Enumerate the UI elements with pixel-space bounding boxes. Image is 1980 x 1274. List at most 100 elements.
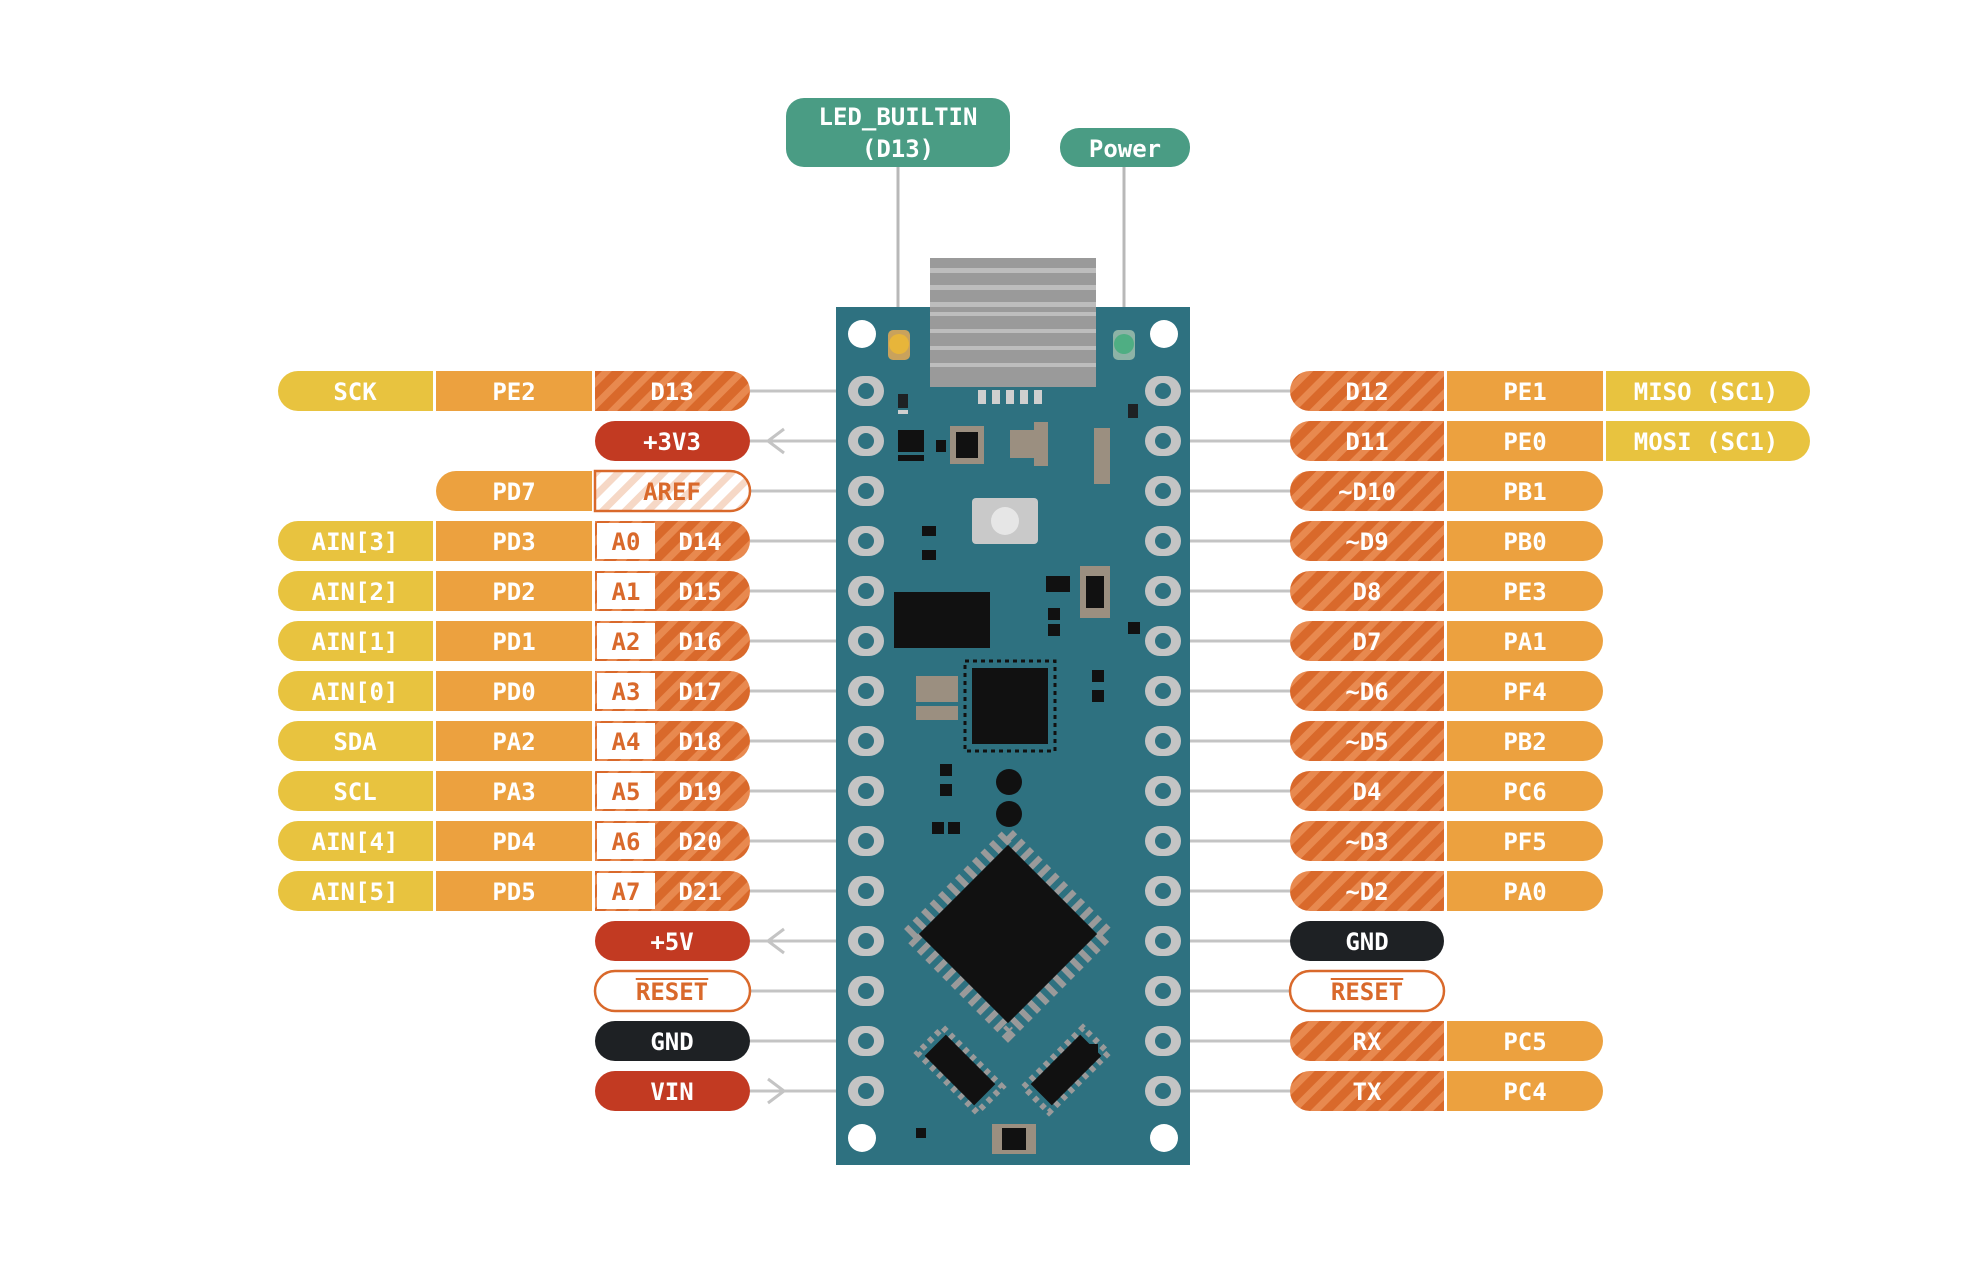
port-label: PA1: [1503, 628, 1546, 656]
port-label: PB1: [1503, 478, 1546, 506]
port-label-box: [1447, 421, 1603, 461]
right-pin-row: TX PC4: [1290, 1071, 1603, 1111]
mounting-hole: [848, 320, 876, 348]
pin-label-box: [1290, 371, 1444, 411]
port-label-box: [436, 621, 592, 661]
port-label: PE3: [1503, 578, 1546, 606]
pin-label: D14: [678, 528, 721, 556]
port-label-box: [1447, 821, 1603, 861]
pin-label: +5V: [650, 928, 693, 956]
function-label: AIN[1]: [312, 628, 399, 656]
mounting-hole: [1150, 320, 1178, 348]
analog-label: A7: [612, 878, 641, 906]
qfn-chip: [972, 668, 1048, 744]
pin-label: RESET: [1331, 978, 1403, 1006]
port-label: PD7: [492, 478, 535, 506]
arrow-left-icon: [765, 927, 785, 955]
port-label-box: [1447, 521, 1603, 561]
power-callout-box: [1060, 128, 1190, 167]
pin-label-box: [595, 1071, 750, 1111]
port-label: PB0: [1503, 528, 1546, 556]
pin-label: VIN: [650, 1078, 693, 1106]
port-label-box: [436, 721, 592, 761]
left-pin-row: RESET: [593, 969, 752, 1013]
port-label-box: [1447, 1021, 1603, 1061]
port-label: PA2: [492, 728, 535, 756]
function-label: SDA: [333, 728, 377, 756]
power-led-icon: [1114, 334, 1134, 354]
pin-label: ~D10: [1338, 478, 1396, 506]
port-label-box: [1447, 671, 1603, 711]
analog-label-box: [597, 773, 655, 809]
right-pin-row: RESET: [1288, 969, 1446, 1013]
port-label: PD5: [492, 878, 535, 906]
led-callout-line2: (D13): [862, 135, 934, 163]
port-label-box: [436, 571, 592, 611]
pin-label: RESET: [636, 978, 708, 1006]
port-label: PA0: [1503, 878, 1546, 906]
pin-label: D13: [650, 378, 693, 406]
builtin-led-icon: [889, 334, 909, 354]
analog-label: A2: [612, 628, 641, 656]
pin-label: D16: [678, 628, 721, 656]
pin-label: RX: [1353, 1028, 1382, 1056]
function-label: SCL: [333, 778, 376, 806]
port-label-box: [1447, 871, 1603, 911]
function-label-box: [278, 521, 433, 561]
pin-label-box: [1290, 921, 1444, 961]
pin-label: ~D2: [1345, 878, 1388, 906]
pin-label-box: [593, 469, 752, 513]
pin-label-box: [595, 421, 750, 461]
port-label-box: [436, 871, 592, 911]
port-label-box: [1447, 371, 1603, 411]
pin-label: D4: [1353, 778, 1382, 806]
analog-label-box: [597, 673, 655, 709]
pin-label: D21: [678, 878, 721, 906]
mounting-hole: [848, 1124, 876, 1152]
port-label: PC4: [1503, 1078, 1546, 1106]
pin-label: +3V3: [643, 428, 701, 456]
port-label-box: [1447, 1071, 1603, 1111]
pin-label-box: [595, 1021, 750, 1061]
pin-label: AREF: [643, 478, 701, 506]
analog-label-box: [597, 573, 655, 609]
pin-label: TX: [1353, 1078, 1382, 1106]
left-pin-row: VIN: [595, 1071, 787, 1111]
pin-label-box: [1290, 771, 1444, 811]
pin-label-box: [1290, 521, 1444, 561]
analog-label: A4: [612, 728, 641, 756]
analog-label: A1: [612, 578, 641, 606]
mounting-hole: [1150, 1124, 1178, 1152]
pin-label-box: [1290, 421, 1444, 461]
analog-label-box: [597, 523, 655, 559]
pin-label-box: [595, 371, 750, 411]
arrow-left-icon: [765, 427, 785, 455]
function-label-box: [1606, 421, 1810, 461]
port-label-box: [436, 371, 592, 411]
port-label-box: [436, 771, 592, 811]
pin-label: D19: [678, 778, 721, 806]
function-label: AIN[0]: [312, 678, 399, 706]
function-label-box: [278, 871, 433, 911]
function-label: MISO (SC1): [1634, 378, 1779, 406]
port-label: PA3: [492, 778, 535, 806]
pin-label: D15: [678, 578, 721, 606]
port-label-box: [1447, 621, 1603, 661]
pin-label-box: [1290, 471, 1444, 511]
port-label-box: [436, 671, 592, 711]
analog-label: A0: [612, 528, 641, 556]
header-pads: [848, 376, 1181, 1106]
function-label: AIN[2]: [312, 578, 399, 606]
